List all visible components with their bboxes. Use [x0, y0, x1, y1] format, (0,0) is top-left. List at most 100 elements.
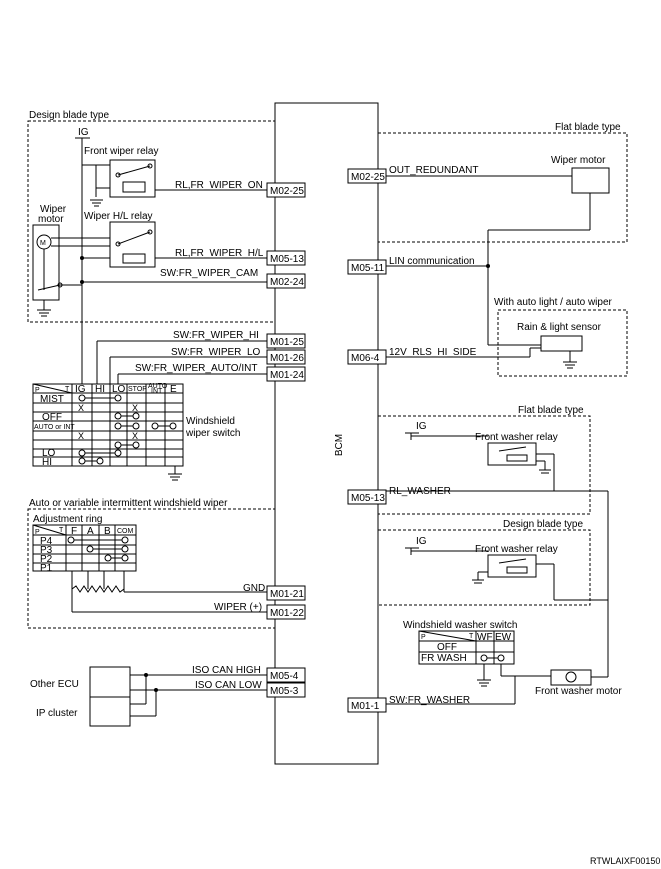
- washer-flat-relay: [487, 442, 537, 466]
- row-label: P4: [40, 536, 53, 547]
- column-header: HI: [95, 384, 105, 395]
- signal-label: SW:FR_WASHER: [389, 695, 470, 706]
- pin-label: M01-1: [351, 701, 380, 712]
- column-header: AUTO: [148, 383, 168, 390]
- front-wiper-relay: [109, 159, 156, 198]
- row-label: MIST: [40, 394, 64, 405]
- row-label: AUTO or INT: [34, 424, 75, 431]
- washer-switch-title: Windshield washer switch: [403, 620, 518, 631]
- signal-label: OUT_REDUNDANT: [389, 165, 478, 176]
- column-header: IG: [75, 384, 86, 395]
- table-corner-t: T: [65, 386, 70, 393]
- column-header: E: [170, 384, 177, 395]
- intermittent-group-frame: [27, 508, 276, 629]
- windshield-wiper-switch-table: P T IG HI LO STOP AUTO INT E MIST OFF AU…: [32, 383, 184, 468]
- svg-text:X: X: [78, 431, 84, 441]
- washer-design-title: Design blade type: [503, 519, 583, 530]
- intermittent-group-title: Auto or variable intermittent windshield…: [29, 498, 228, 509]
- svg-text:X: X: [132, 403, 138, 413]
- pin-label: M01-25: [270, 337, 304, 348]
- adjustment-ring-label: Adjustment ring: [33, 514, 102, 525]
- pin-label: M02-25: [270, 186, 304, 197]
- signal-label: LIN communication: [389, 256, 475, 267]
- design-blade-group-frame: [27, 120, 276, 323]
- table-corner-p: P: [421, 634, 426, 641]
- bcm-label: BCM: [334, 434, 345, 456]
- flat-blade-group-frame: [377, 132, 628, 243]
- pin-label: M05-13: [351, 493, 385, 504]
- column-header: A: [87, 526, 94, 537]
- signal-label: GND: [243, 583, 265, 594]
- washer-design-ig: IG: [416, 536, 427, 547]
- flat-blade-group-title: Flat blade type: [555, 122, 621, 133]
- svg-text:M: M: [40, 240, 46, 247]
- pin-label: M02-25: [351, 172, 385, 183]
- motor-symbol-icon: [565, 671, 577, 683]
- washer-flat-ig: IG: [416, 421, 427, 432]
- washer-flat-relay-label: Front washer relay: [475, 432, 558, 443]
- pin-label: M05-4: [270, 671, 299, 682]
- bcm-module: [274, 102, 379, 765]
- ip-cluster-label: IP cluster: [36, 708, 78, 719]
- pin-label: M01-21: [270, 589, 304, 600]
- signal-label: WIPER (+): [214, 602, 262, 613]
- column-header: B: [104, 526, 111, 537]
- pin-label: M06-4: [351, 353, 380, 364]
- row-label: P1: [40, 563, 53, 574]
- washer-flat-frame: [377, 415, 591, 515]
- washer-design-relay: [487, 554, 537, 578]
- column-header: COM: [117, 528, 134, 535]
- front-washer-motor-label: Front washer motor: [535, 686, 622, 697]
- table-corner-p: P: [35, 529, 40, 536]
- row-label: P2: [40, 554, 53, 565]
- table-corner-t: T: [59, 527, 64, 534]
- column-header: F: [71, 526, 77, 537]
- column-header: INT: [151, 388, 163, 395]
- signal-label: RL_WASHER: [389, 486, 451, 497]
- rain-light-sensor-label: Rain & light sensor: [517, 322, 602, 333]
- wiper-hl-relay-label: Wiper H/L relay: [84, 211, 153, 222]
- pin-label: M05-11: [351, 263, 385, 274]
- signal-label: SW:FR_WIPER_LO: [171, 347, 260, 358]
- wiper-hl-relay: [109, 221, 156, 268]
- pin-label: M01-22: [270, 608, 304, 619]
- wiper-motor-label-l1: Wiper: [40, 204, 67, 215]
- other-ecu-label: Other ECU: [30, 679, 79, 690]
- row-label: HI: [42, 457, 52, 468]
- signal-label: ISO CAN LOW: [195, 680, 262, 691]
- ip-cluster-box: [89, 696, 131, 727]
- signal-label: ISO CAN HIGH: [192, 665, 261, 676]
- table-corner-p: P: [35, 387, 40, 394]
- washer-design-relay-label: Front washer relay: [475, 544, 558, 555]
- rain-light-sensor-box: [540, 335, 583, 352]
- pin-label: M05-3: [270, 686, 299, 697]
- row-label: OFF: [437, 642, 457, 653]
- table-corner-t: T: [469, 633, 474, 640]
- signal-label: RL,FR_WIPER_ON: [175, 180, 263, 191]
- signal-label: RL,FR_WIPER_H/L: [175, 248, 264, 259]
- row-label: P3: [40, 545, 53, 556]
- other-ecu-box: [89, 666, 131, 698]
- column-header: WF: [477, 632, 493, 643]
- wiper-switch-label-l2: wiper switch: [185, 428, 240, 439]
- flat-wiper-motor-label: Wiper motor: [551, 155, 606, 166]
- row-label: OFF: [42, 412, 62, 423]
- washer-design-frame: [377, 529, 591, 606]
- wiper-switch-label-l1: Windshield: [186, 416, 235, 427]
- pin-label: M05-13: [270, 254, 304, 265]
- column-header: STOP: [128, 386, 147, 393]
- svg-text:X: X: [132, 431, 138, 441]
- design-blade-group-title: Design blade type: [29, 110, 109, 121]
- row-label: FR WASH: [421, 653, 467, 664]
- flat-wiper-motor-box: [571, 167, 610, 194]
- rls-group-frame: [497, 309, 628, 377]
- washer-flat-title: Flat blade type: [518, 405, 584, 416]
- svg-text:X: X: [78, 403, 84, 413]
- signal-label: SW:FR_WIPER_HI: [173, 330, 259, 341]
- row-label: LO: [42, 448, 56, 459]
- signal-label: 12V_RLS_HI_SIDE: [389, 347, 477, 358]
- signal-label: SW:FR_WIPER_AUTO/INT: [135, 363, 257, 374]
- adjustment-ring-table: P T F A B COM P4 P3 P2 P1: [32, 524, 137, 574]
- rls-group-title: With auto light / auto wiper: [494, 297, 613, 308]
